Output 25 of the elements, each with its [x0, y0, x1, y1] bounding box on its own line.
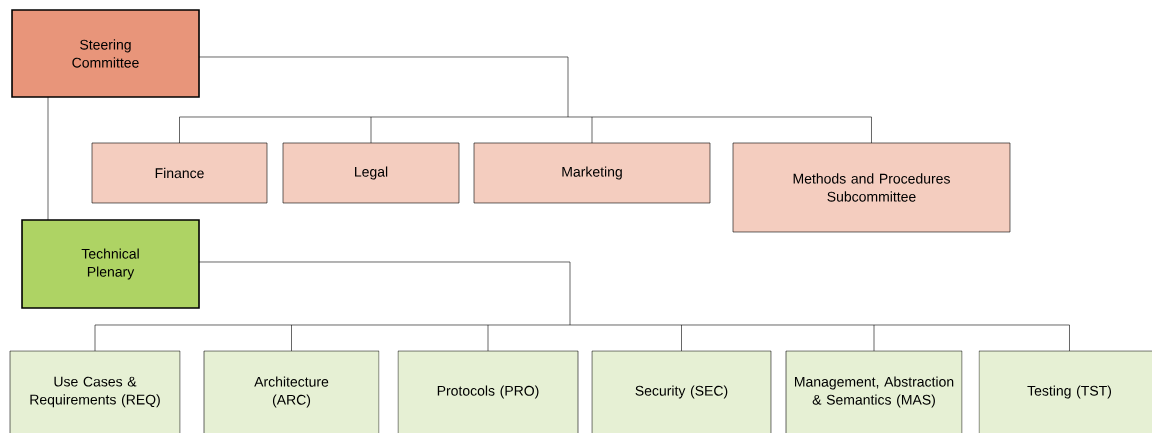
connector-line [487, 324, 489, 352]
working-group-box: Security (SEC) [591, 350, 772, 433]
connector-line [591, 116, 593, 144]
connector-line [94, 261, 1070, 326]
working-group-box: Use Cases & Requirements (REQ) [9, 350, 181, 433]
group-box: Legal [282, 142, 460, 204]
working-group-box: Management, Abstraction & Semantics (MAS) [785, 350, 963, 433]
connector-line [291, 324, 292, 352]
working-group-box: Protocols (PRO) [397, 350, 579, 433]
connector-line [1069, 324, 1070, 352]
connector-line [47, 96, 49, 221]
connector-line [871, 116, 872, 144]
group-box: Marketing [473, 142, 711, 204]
subcommittee-box: Methods and Procedures Subcommittee [732, 142, 1011, 233]
working-group-box: Testing (TST) [978, 350, 1152, 433]
group-box: Finance [91, 142, 268, 204]
connector-line [179, 116, 180, 144]
connector-line [94, 324, 96, 352]
committee-box: Steering Committee [11, 9, 200, 98]
connector-line [370, 116, 372, 144]
plenary-box: Technical Plenary [21, 219, 200, 309]
connector-line [681, 324, 682, 352]
working-group-box: Architecture (ARC) [203, 350, 380, 433]
connector-line [179, 56, 872, 118]
connector-line [873, 324, 875, 352]
